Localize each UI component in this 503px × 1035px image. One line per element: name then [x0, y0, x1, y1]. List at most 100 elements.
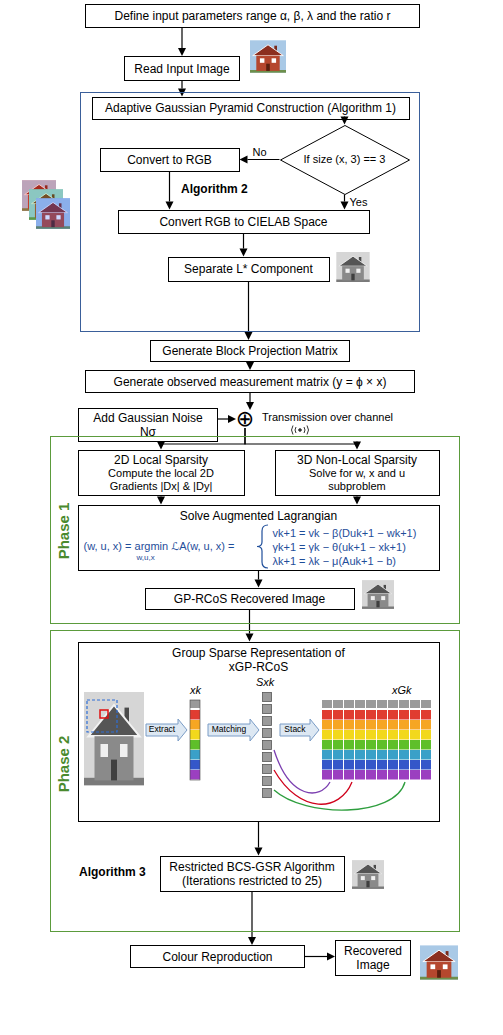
connector-line [181, 81, 182, 89]
flow-arrow [178, 81, 186, 97]
flow-arrow [218, 415, 236, 423]
process-box: Recovered Image [335, 940, 411, 976]
symbol-label: Sxk [256, 676, 274, 689]
flow-arrow [305, 953, 335, 961]
arrow-label: Extract [146, 724, 178, 734]
arrow-label: Stack [280, 724, 310, 734]
equation-text: vk+1 = vk − β(Duk+1 − wk+1) [273, 527, 417, 540]
algorithm-label: Algorithm 3 [79, 865, 146, 879]
group-frame: Algorithm 2 Adaptive Gaussian Pyramid Con… [80, 92, 420, 332]
connector-line [218, 418, 228, 419]
connector-line [249, 393, 250, 402]
connector-line [181, 28, 182, 48]
arrow-head [157, 442, 165, 450]
flow-arrow [341, 117, 349, 125]
node-text: GP-RCoS Recovered Image [174, 592, 325, 606]
process-box: Adaptive Gaussian Pyramid Construction (… [92, 97, 410, 120]
flow-arrow [240, 234, 248, 257]
connector-line [344, 195, 345, 202]
connector-line [160, 496, 161, 497]
connector-line [258, 571, 259, 580]
process-box: Generate observed measurement matrix (y … [85, 370, 415, 393]
arrow-head [228, 415, 236, 423]
brace [257, 525, 268, 568]
edge-label: Yes [349, 196, 369, 209]
arrow-head [255, 848, 263, 856]
arrow-head [157, 497, 165, 505]
arrow-head [353, 442, 361, 450]
node-text: 3D Non-Local Sparsity [297, 453, 417, 467]
flow-arrow [255, 571, 263, 588]
diamond-shape [280, 125, 409, 194]
algorithm-label: Algorithm 2 [181, 182, 248, 196]
node-text: Read Input Image [134, 62, 229, 76]
arrow-head [327, 953, 335, 961]
process-box: Convert RGB to CIELAB Space [118, 210, 370, 234]
image-thumbnail [250, 40, 286, 72]
arrow-label: Matching [208, 724, 250, 734]
node-text: Define input parameters range α, β, λ an… [115, 9, 391, 23]
arrow-head [341, 202, 349, 210]
connector-line [243, 234, 244, 249]
flow-arrow [246, 610, 254, 642]
node-text: Generate Block Projection Matrix [162, 344, 337, 358]
connector-line [258, 822, 259, 848]
phase-frame: Phase 2 Algorithm 3 Group Sparse Represent… [50, 630, 460, 932]
node-text: Convert to RGB [127, 153, 212, 167]
arrow-head [245, 332, 253, 340]
process-box: Convert to RGB [100, 148, 240, 172]
flow-arrow [246, 362, 254, 370]
node-text: Convert RGB to CIELAB Space [159, 215, 327, 229]
node-text: Compute the local 2D Gradients |Dx| & |D… [85, 467, 238, 493]
node-text: Adaptive Gaussian Pyramid Construction (… [105, 101, 396, 115]
flow-arrow [245, 428, 361, 450]
process-box: Read Input Image [124, 56, 240, 81]
node-text: Solve for w, x and u subproblem [282, 467, 433, 493]
node-text: Colour Reproduction [162, 950, 272, 964]
process-box: Restricted BCS-GSR Algorithm (Iterations… [160, 856, 345, 892]
flow-arrow [157, 428, 245, 450]
flow-arrow [353, 496, 361, 505]
process-box: Generate Block Projection Matrix [150, 340, 350, 362]
equation-text: γk+1 = γk − θ(uk+1 − xk+1) [273, 541, 406, 554]
flow-arrow [246, 393, 254, 410]
node-text: Restricted BCS-GSR Algorithm (Iterations… [167, 860, 338, 888]
symbol-label: xGk [392, 684, 412, 697]
channel-label: Transmission over channel [262, 411, 393, 424]
decision-diamond: If size (x, 3) == 3 [280, 125, 410, 195]
process-box: Group Sparse Representation of xGP-RCoS [78, 642, 440, 822]
connector-line [169, 172, 170, 202]
node-text: Separate L* Component [184, 262, 313, 276]
process-box: Separate L* Component [168, 257, 330, 282]
arrow-head [246, 362, 254, 370]
flow-arrow [341, 195, 349, 210]
equation-text: w,u,x [137, 553, 155, 563]
process-box: GP-RCoS Recovered Image [145, 588, 355, 610]
arrow-head [248, 937, 256, 945]
flow-arrow [166, 172, 174, 210]
node-text: Recovered Image [342, 944, 404, 972]
phase-label: Phase 2 [55, 704, 73, 824]
node-text: Add Gaussian Noise Nσ [85, 411, 211, 439]
phase-label: Phase 1 [55, 471, 73, 591]
process-box: 2D Local SparsityCompute the local 2D Gr… [78, 450, 245, 496]
channel-thumbnails [22, 180, 70, 229]
arrow-head [178, 48, 186, 56]
arrow-head [255, 580, 263, 588]
node-text: ⊕ [236, 410, 254, 428]
arrow-head [353, 497, 361, 505]
image-thumbnail [420, 945, 458, 979]
flow-arrow [255, 822, 263, 856]
node-text: Solve Augmented Lagrangian [79, 509, 439, 523]
process-box: 3D Non-Local SparsitySolve for w, x and … [275, 450, 440, 496]
arrow-head [341, 117, 349, 125]
equation-text: (w, u, x) = argmin ℒA(w, u, x) = [84, 540, 235, 553]
sum-junction: ⊕ [236, 410, 254, 428]
connector-line [305, 956, 327, 957]
process-box: Define input parameters range α, β, λ an… [85, 4, 420, 28]
arrow-head [240, 249, 248, 257]
arrow-head [166, 202, 174, 210]
node-text: Group Sparse Representation of xGP-RCoS [159, 646, 359, 674]
group-sparse-illustration [84, 692, 431, 810]
connector-line [248, 159, 280, 160]
